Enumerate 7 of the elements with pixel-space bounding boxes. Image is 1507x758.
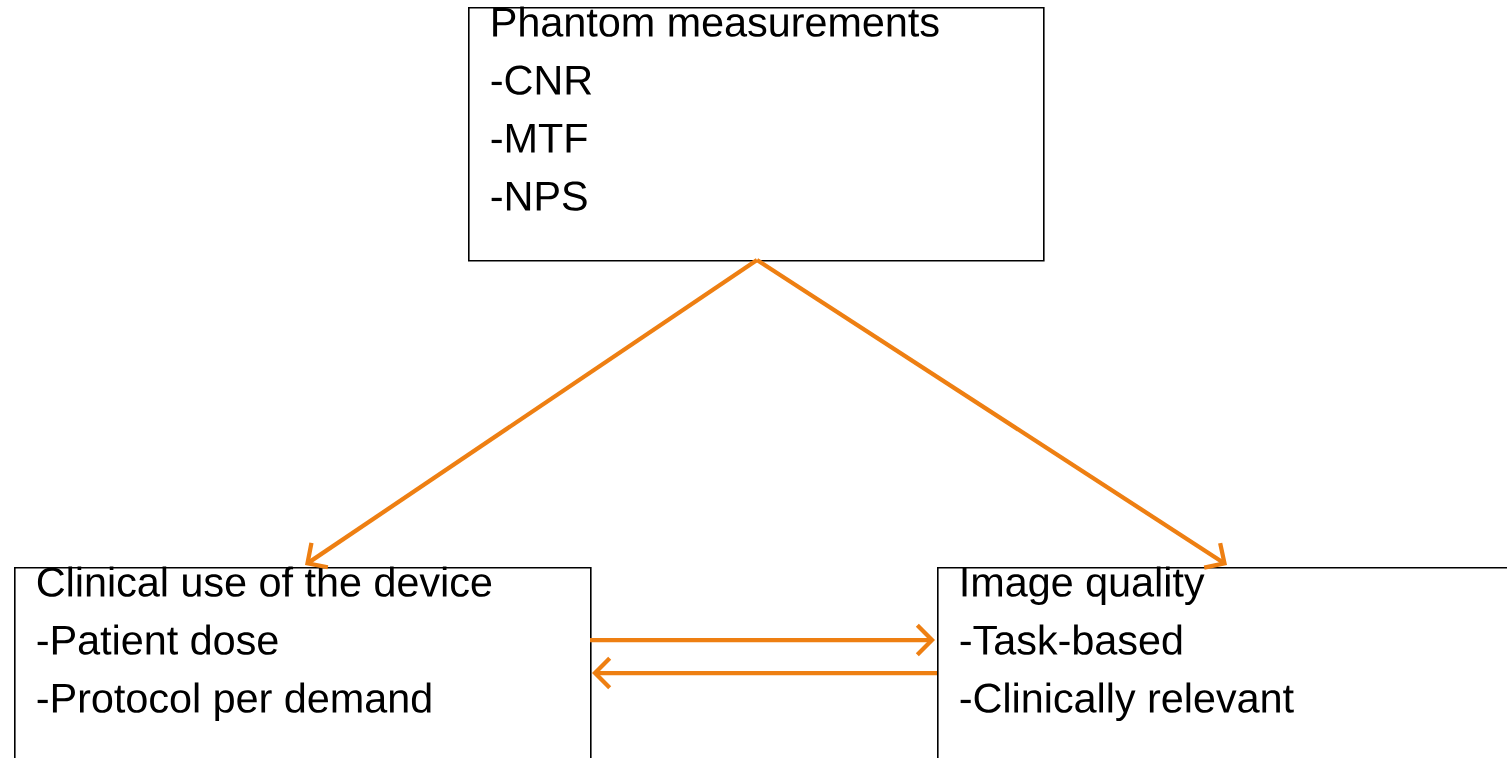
text-box: Clinical use of the device -Patient dose -Protocol per demand	[14, 566, 592, 758]
text-box: Phantom measurements -CNR -MTF -NPS	[468, 6, 1045, 262]
arrow	[590, 623, 935, 657]
arrow	[592, 656, 937, 690]
text-box: Image quality -Task-based -Clinically relevant	[937, 566, 1507, 758]
arrow	[755, 258, 1227, 570]
arrow	[305, 258, 759, 570]
